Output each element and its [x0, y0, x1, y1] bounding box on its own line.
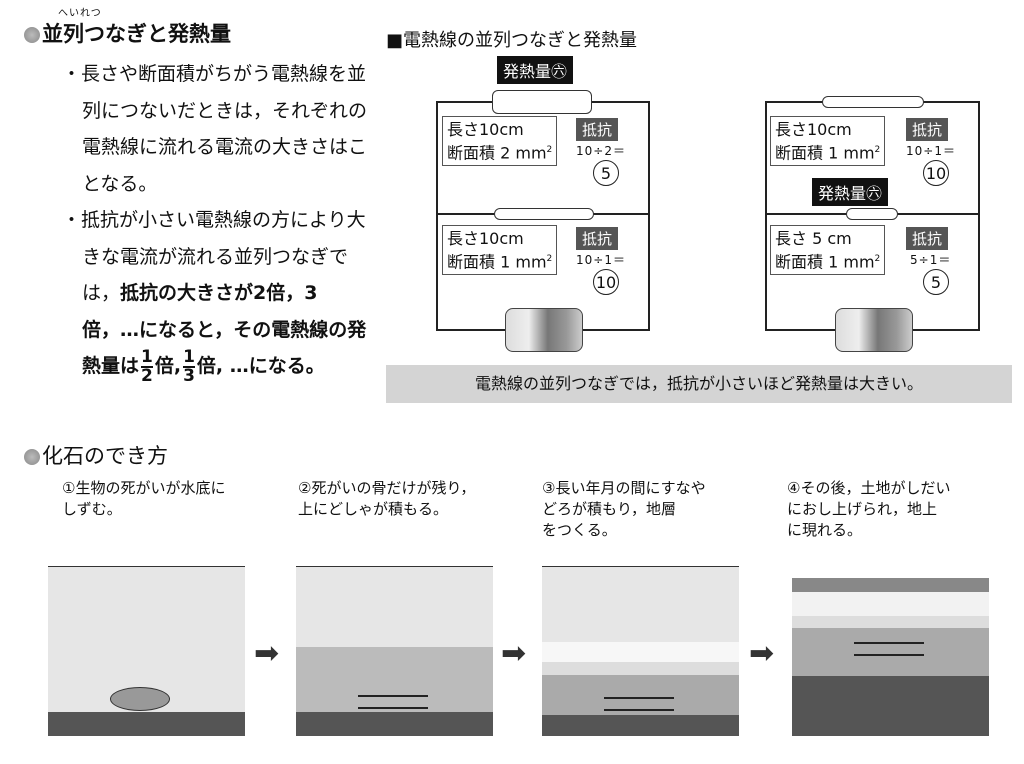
step-2-text: ②死がいの骨だけが残り， 上にどしゃが積もる。 [298, 479, 476, 518]
fossil-step-2-illustration [296, 566, 493, 736]
fish-skeleton-icon [854, 642, 924, 656]
bullet-2: ・抵抗が小さい電熱線の方により大きな電流が流れる並列つなぎでは，抵抗の大きさが2… [62, 202, 372, 385]
bullet-2-plain: ・抵抗が小さい電熱線の方により大きな電流が流れる並列つなぎでは， [62, 209, 366, 304]
fossil-step-1-illustration [48, 566, 245, 736]
step-3-text: ③長い年月の間にすなや どろが積もり，地層 をつくる。 [542, 479, 706, 539]
mid-text: 倍, [154, 355, 182, 377]
short-heating-wire [846, 208, 898, 220]
heat-large-badge: 発熱量㊅ [812, 178, 889, 206]
resistance-formula: 10÷1＝ [576, 253, 626, 267]
bullet-dot-icon [24, 449, 40, 465]
title-text: 化石のでき方 [42, 444, 168, 468]
step-4-text: ④その後，土地がしだい におし上げられ，地上 に現れる。 [787, 479, 951, 539]
resistance-label: 抵抗 [906, 118, 949, 141]
arrow-icon: ➡ [749, 636, 775, 671]
thin-heating-wire [494, 208, 594, 220]
diagram-title: ■電熱線の並列つなぎと発熱量 [386, 30, 638, 51]
resistance-formula: 10÷2＝ [576, 144, 626, 158]
resistance-label: 抵抗 [576, 118, 619, 141]
bullet-2-bold: 抵抗の大きさが2倍，3倍，…になると，その電熱線の発熱量は [82, 282, 367, 377]
arrow-icon: ➡ [254, 636, 280, 671]
section-title-parallel: 並列つなぎと発熱量 [24, 18, 231, 48]
fish-skeleton-icon [604, 697, 674, 711]
title-ruby: へいれつ [58, 8, 102, 19]
section-title-fossil: 化石のでき方 [24, 440, 168, 470]
explanation-text: ・長さや断面積がちがう電熱線を並列につないだときは，それぞれの電熱線に流れる電流… [62, 56, 372, 385]
resistance-value: 10 [923, 160, 949, 186]
thick-heating-wire [492, 90, 592, 114]
long-heating-wire [822, 96, 924, 108]
summary-banner: 電熱線の並列つなぎでは，抵抗が小さいほど発熱量は大きい。 [386, 365, 1012, 403]
fish-icon [110, 687, 170, 711]
heat-large-badge: 発熱量㊅ [497, 56, 574, 84]
resistance-formula: 5÷1＝ [910, 253, 952, 267]
resistance-formula: 10÷1＝ [906, 144, 956, 158]
fossil-step-3-illustration [542, 566, 739, 736]
resistance-value: 5 [593, 160, 619, 186]
battery-icon [835, 308, 913, 352]
battery-icon [505, 308, 583, 352]
end-text: 倍, …になる。 [196, 355, 325, 377]
resistance-label: 抵抗 [576, 227, 619, 250]
bullet-1: ・長さや断面積がちがう電熱線を並列につないだときは，それぞれの電熱線に流れる電流… [62, 63, 368, 195]
step-1-text: ①生物の死がいが水底に しずむ。 [62, 479, 226, 518]
fossil-step-4-illustration [792, 566, 989, 736]
bullet-dot-icon [24, 27, 40, 43]
resistance-value: 10 [593, 269, 619, 295]
resistance-label: 抵抗 [906, 227, 949, 250]
resistance-value: 5 [923, 269, 949, 295]
title-text: 並列つなぎと発熱量 [42, 22, 231, 46]
fish-skeleton-icon [358, 695, 428, 709]
arrow-icon: ➡ [501, 636, 527, 671]
